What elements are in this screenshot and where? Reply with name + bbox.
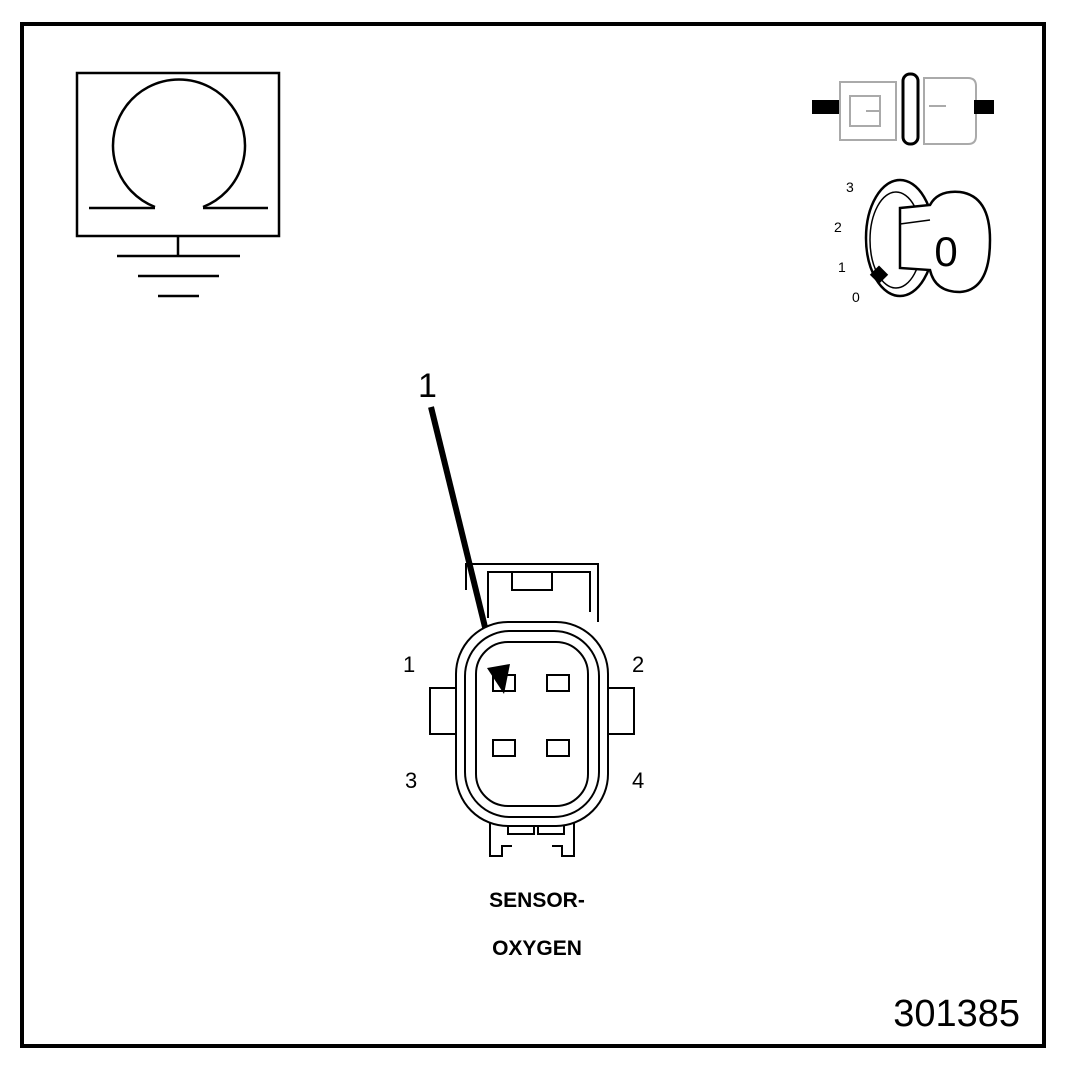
diagram-frame (20, 22, 1046, 1048)
ignition-position-1: 1 (838, 259, 846, 275)
pin-label-3: 3 (405, 768, 417, 793)
ignition-position-3: 3 (846, 179, 854, 195)
callout-arrowhead (487, 664, 510, 694)
connector-caption-line2: OXYGEN (492, 937, 582, 960)
pin-label-4: 4 (632, 768, 644, 793)
ignition-position-0: 0 (852, 289, 860, 305)
ignition-key-letter: 0 (934, 228, 957, 275)
ignition-key-icon (864, 178, 992, 298)
pin-label-1: 1 (403, 652, 415, 677)
oxygen-sensor-connector (429, 563, 635, 857)
callout-number: 1 (418, 367, 437, 405)
disconnected-connector-icon (812, 72, 994, 146)
pin-label-2: 2 (632, 652, 644, 677)
connector-caption-line1: SENSOR- (489, 889, 585, 912)
figure-number: 301385 (893, 993, 1020, 1035)
ohmmeter-ground-icon (75, 71, 281, 298)
ignition-position-2: 2 (834, 219, 842, 235)
